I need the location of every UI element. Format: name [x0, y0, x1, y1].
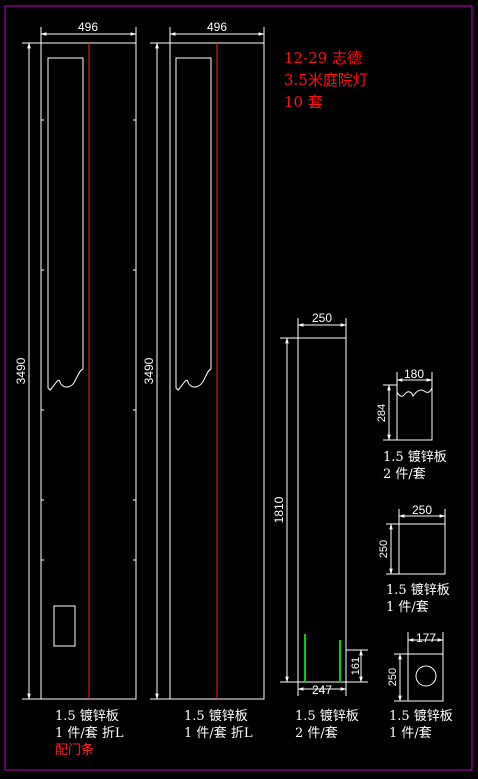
- part-6-drawing: [394, 632, 444, 702]
- part-4-drawing: [383, 372, 433, 441]
- part-1-drawing: [22, 27, 137, 700]
- part-4-quantity: 2 件/套: [383, 467, 426, 482]
- title-line-3: 10 套: [284, 93, 323, 111]
- part-2-width-label: 496: [207, 20, 227, 34]
- part-6-height-label: 250: [387, 668, 399, 686]
- part-5-material: 1.5 镀锌板: [386, 583, 450, 598]
- part-2-drawing: [150, 27, 265, 700]
- part-3-width-label: 250: [312, 311, 332, 325]
- part-1-door-note: 配门条: [55, 743, 95, 758]
- drawing-border: [4, 5, 473, 771]
- part-2-window-cutout: [175, 57, 212, 391]
- part-4-material: 1.5 镀锌板: [383, 450, 447, 465]
- part-5-height-label: 250: [378, 540, 390, 558]
- title-line-1: 12-29 志德: [284, 49, 363, 67]
- part-1-holes: [41, 119, 136, 561]
- part-6-outline: [407, 653, 444, 702]
- part-3-small-label: 161: [350, 657, 362, 675]
- part-2-quantity: 1 件/套 折L: [184, 726, 253, 741]
- part-5-width-label: 250: [412, 503, 432, 517]
- part-3-bottom-label: 247: [312, 683, 332, 697]
- part-3-material: 1.5 镀锌板: [295, 709, 359, 724]
- part-6-width-label: 177: [416, 631, 436, 645]
- part-1-height-label: 3490: [14, 357, 28, 384]
- part-3-drawing: [280, 318, 368, 696]
- part-1-material: 1.5 镀锌板: [55, 709, 119, 724]
- title-line-2: 3.5米庭院灯: [284, 71, 368, 89]
- part-5-quantity: 1 件/套: [386, 600, 429, 615]
- part-1-width-label: 496: [78, 20, 98, 34]
- part-1-door-cutout: [53, 605, 76, 647]
- part-5-drawing: [386, 509, 446, 575]
- part-4-height-label: 284: [376, 404, 388, 422]
- part-4-width-label: 180: [404, 367, 424, 381]
- part-3-quantity: 2 件/套: [295, 726, 338, 741]
- part-3-height-label: 1810: [272, 496, 286, 523]
- part-6-quantity: 1 件/套: [389, 726, 432, 741]
- part-2-height-label: 3490: [142, 357, 156, 384]
- part-4-outline: [396, 387, 433, 441]
- part-5-outline: [398, 523, 446, 575]
- part-1-window-cutout: [47, 57, 84, 391]
- part-6-material: 1.5 镀锌板: [389, 709, 453, 724]
- part-3-outline: [297, 337, 347, 683]
- part-1-quantity: 1 件/套 折L: [55, 726, 124, 741]
- part-2-material: 1.5 镀锌板: [184, 709, 248, 724]
- part-6-hole: [415, 665, 437, 687]
